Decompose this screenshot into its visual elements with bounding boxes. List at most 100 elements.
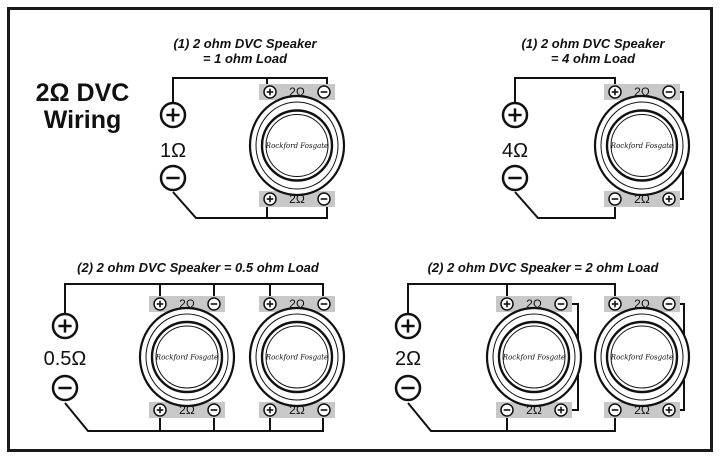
terminal-strip-bottom	[604, 402, 680, 418]
wire-positive	[407, 283, 616, 313]
terminal-plus-icon	[263, 85, 277, 99]
caption-1-line-1: (1) 2 ohm DVC Speaker	[173, 36, 317, 51]
caption-2: (1) 2 ohm DVC Speaker = 4 ohm Load	[488, 36, 698, 66]
coil-label: 2Ω	[289, 192, 305, 206]
terminal-minus-icon	[317, 403, 331, 417]
caption-2-line-1: (1) 2 ohm DVC Speaker	[521, 36, 665, 51]
coil-label: 2Ω	[634, 297, 650, 311]
wire-positive	[514, 77, 616, 103]
caption-1: (1) 2 ohm DVC Speaker = 1 ohm Load	[140, 36, 350, 66]
terminal-plus-icon	[263, 403, 277, 417]
terminal-minus-icon	[608, 192, 622, 206]
coil-label: 2Ω	[526, 403, 542, 417]
amp-minus-icon	[501, 164, 529, 192]
amp-minus-icon	[394, 374, 422, 402]
load-value: 4Ω	[502, 140, 528, 162]
terminal-minus-icon	[317, 85, 331, 99]
amp-plus-icon	[501, 101, 529, 129]
terminal-minus-icon	[500, 403, 514, 417]
caption-4-line-1: (2) 2 ohm DVC Speaker = 2 ohm Load	[427, 260, 659, 275]
load-value: 0.5Ω	[44, 348, 87, 370]
amp-minus-icon	[159, 164, 187, 192]
coil-label: 2Ω	[289, 297, 305, 311]
speaker-surround	[605, 109, 679, 182]
title-line-2: Wiring	[43, 106, 122, 134]
load-value: 2Ω	[395, 348, 421, 370]
terminal-plus-icon	[662, 192, 676, 206]
terminal-plus-icon	[153, 403, 167, 417]
coil-label: 2Ω	[634, 192, 650, 206]
caption-2-line-2: = 4 ohm Load	[550, 51, 636, 66]
load-value: 1Ω	[160, 140, 186, 162]
amp-minus-icon	[51, 374, 79, 402]
speaker-surround	[497, 320, 571, 394]
terminal-minus-icon	[662, 297, 676, 311]
coil-label: 2Ω	[179, 403, 195, 417]
terminal-plus-icon	[608, 85, 622, 99]
caption-3-line-1: (2) 2 ohm DVC Speaker = 0.5 ohm Load	[77, 260, 319, 275]
speaker: Rockford Fosgate 2Ω 2Ω	[248, 296, 346, 418]
speaker-cone	[265, 114, 329, 177]
terminal-strip-top	[604, 296, 680, 312]
terminal-minus-icon	[554, 297, 568, 311]
terminal-strip-bottom	[259, 402, 335, 418]
amp-plus-icon	[51, 312, 79, 340]
wire-negative	[407, 402, 616, 432]
terminal-plus-icon	[554, 403, 568, 417]
terminal-minus-icon	[317, 297, 331, 311]
brand-logo: Rockford Fosgate	[155, 354, 218, 362]
speaker-cone	[265, 325, 329, 389]
coil-label: 2Ω	[289, 403, 305, 417]
terminal-strip-bottom	[496, 402, 572, 418]
terminal-plus-icon	[263, 297, 277, 311]
terminal-plus-icon	[500, 297, 514, 311]
wire-negative	[514, 191, 616, 219]
terminal-plus-icon	[662, 403, 676, 417]
terminal-strip-top	[604, 84, 680, 100]
terminal-minus-icon	[207, 297, 221, 311]
speaker-basket	[600, 313, 684, 401]
page-title: 2Ω DVC Wiring	[20, 80, 145, 134]
terminal-plus-icon	[608, 297, 622, 311]
coil-label: 2Ω	[526, 297, 542, 311]
speaker: Rockford Fosgate 2Ω 2Ω	[138, 296, 236, 418]
coil-label: 2Ω	[634, 85, 650, 99]
terminal-minus-icon	[317, 192, 331, 206]
speaker-cone	[610, 325, 674, 389]
speaker-cone	[502, 325, 566, 389]
terminal-strip-top	[259, 84, 335, 100]
terminal-strip-bottom	[149, 402, 225, 418]
wire-positive	[64, 283, 324, 313]
terminal-minus-icon	[608, 403, 622, 417]
speaker-surround	[150, 320, 224, 394]
wire-positive	[172, 77, 328, 103]
speaker-surround	[260, 320, 334, 394]
speaker-basket	[145, 313, 229, 401]
amp-plus-icon	[394, 312, 422, 340]
speaker-cone	[155, 325, 219, 389]
title-line-1: 2Ω DVC	[35, 79, 130, 107]
speaker-surround	[260, 109, 334, 182]
terminal-strip-top	[259, 296, 335, 312]
brand-logo: Rockford Fosgate	[265, 354, 328, 362]
terminal-strip-top	[496, 296, 572, 312]
speaker-basket	[492, 313, 576, 401]
terminal-minus-icon	[662, 85, 676, 99]
terminal-strip-bottom	[259, 191, 335, 207]
speaker-surround	[605, 320, 679, 394]
speaker-basket	[255, 313, 339, 401]
terminal-plus-icon	[153, 297, 167, 311]
speaker-basket	[600, 101, 684, 190]
speaker-cone	[610, 114, 674, 177]
terminal-plus-icon	[263, 192, 277, 206]
diagram-frame	[7, 7, 713, 452]
wire-negative	[172, 191, 328, 219]
amp-plus-icon	[159, 101, 187, 129]
coil-label: 2Ω	[179, 297, 195, 311]
brand-logo: Rockford Fosgate	[610, 354, 673, 362]
